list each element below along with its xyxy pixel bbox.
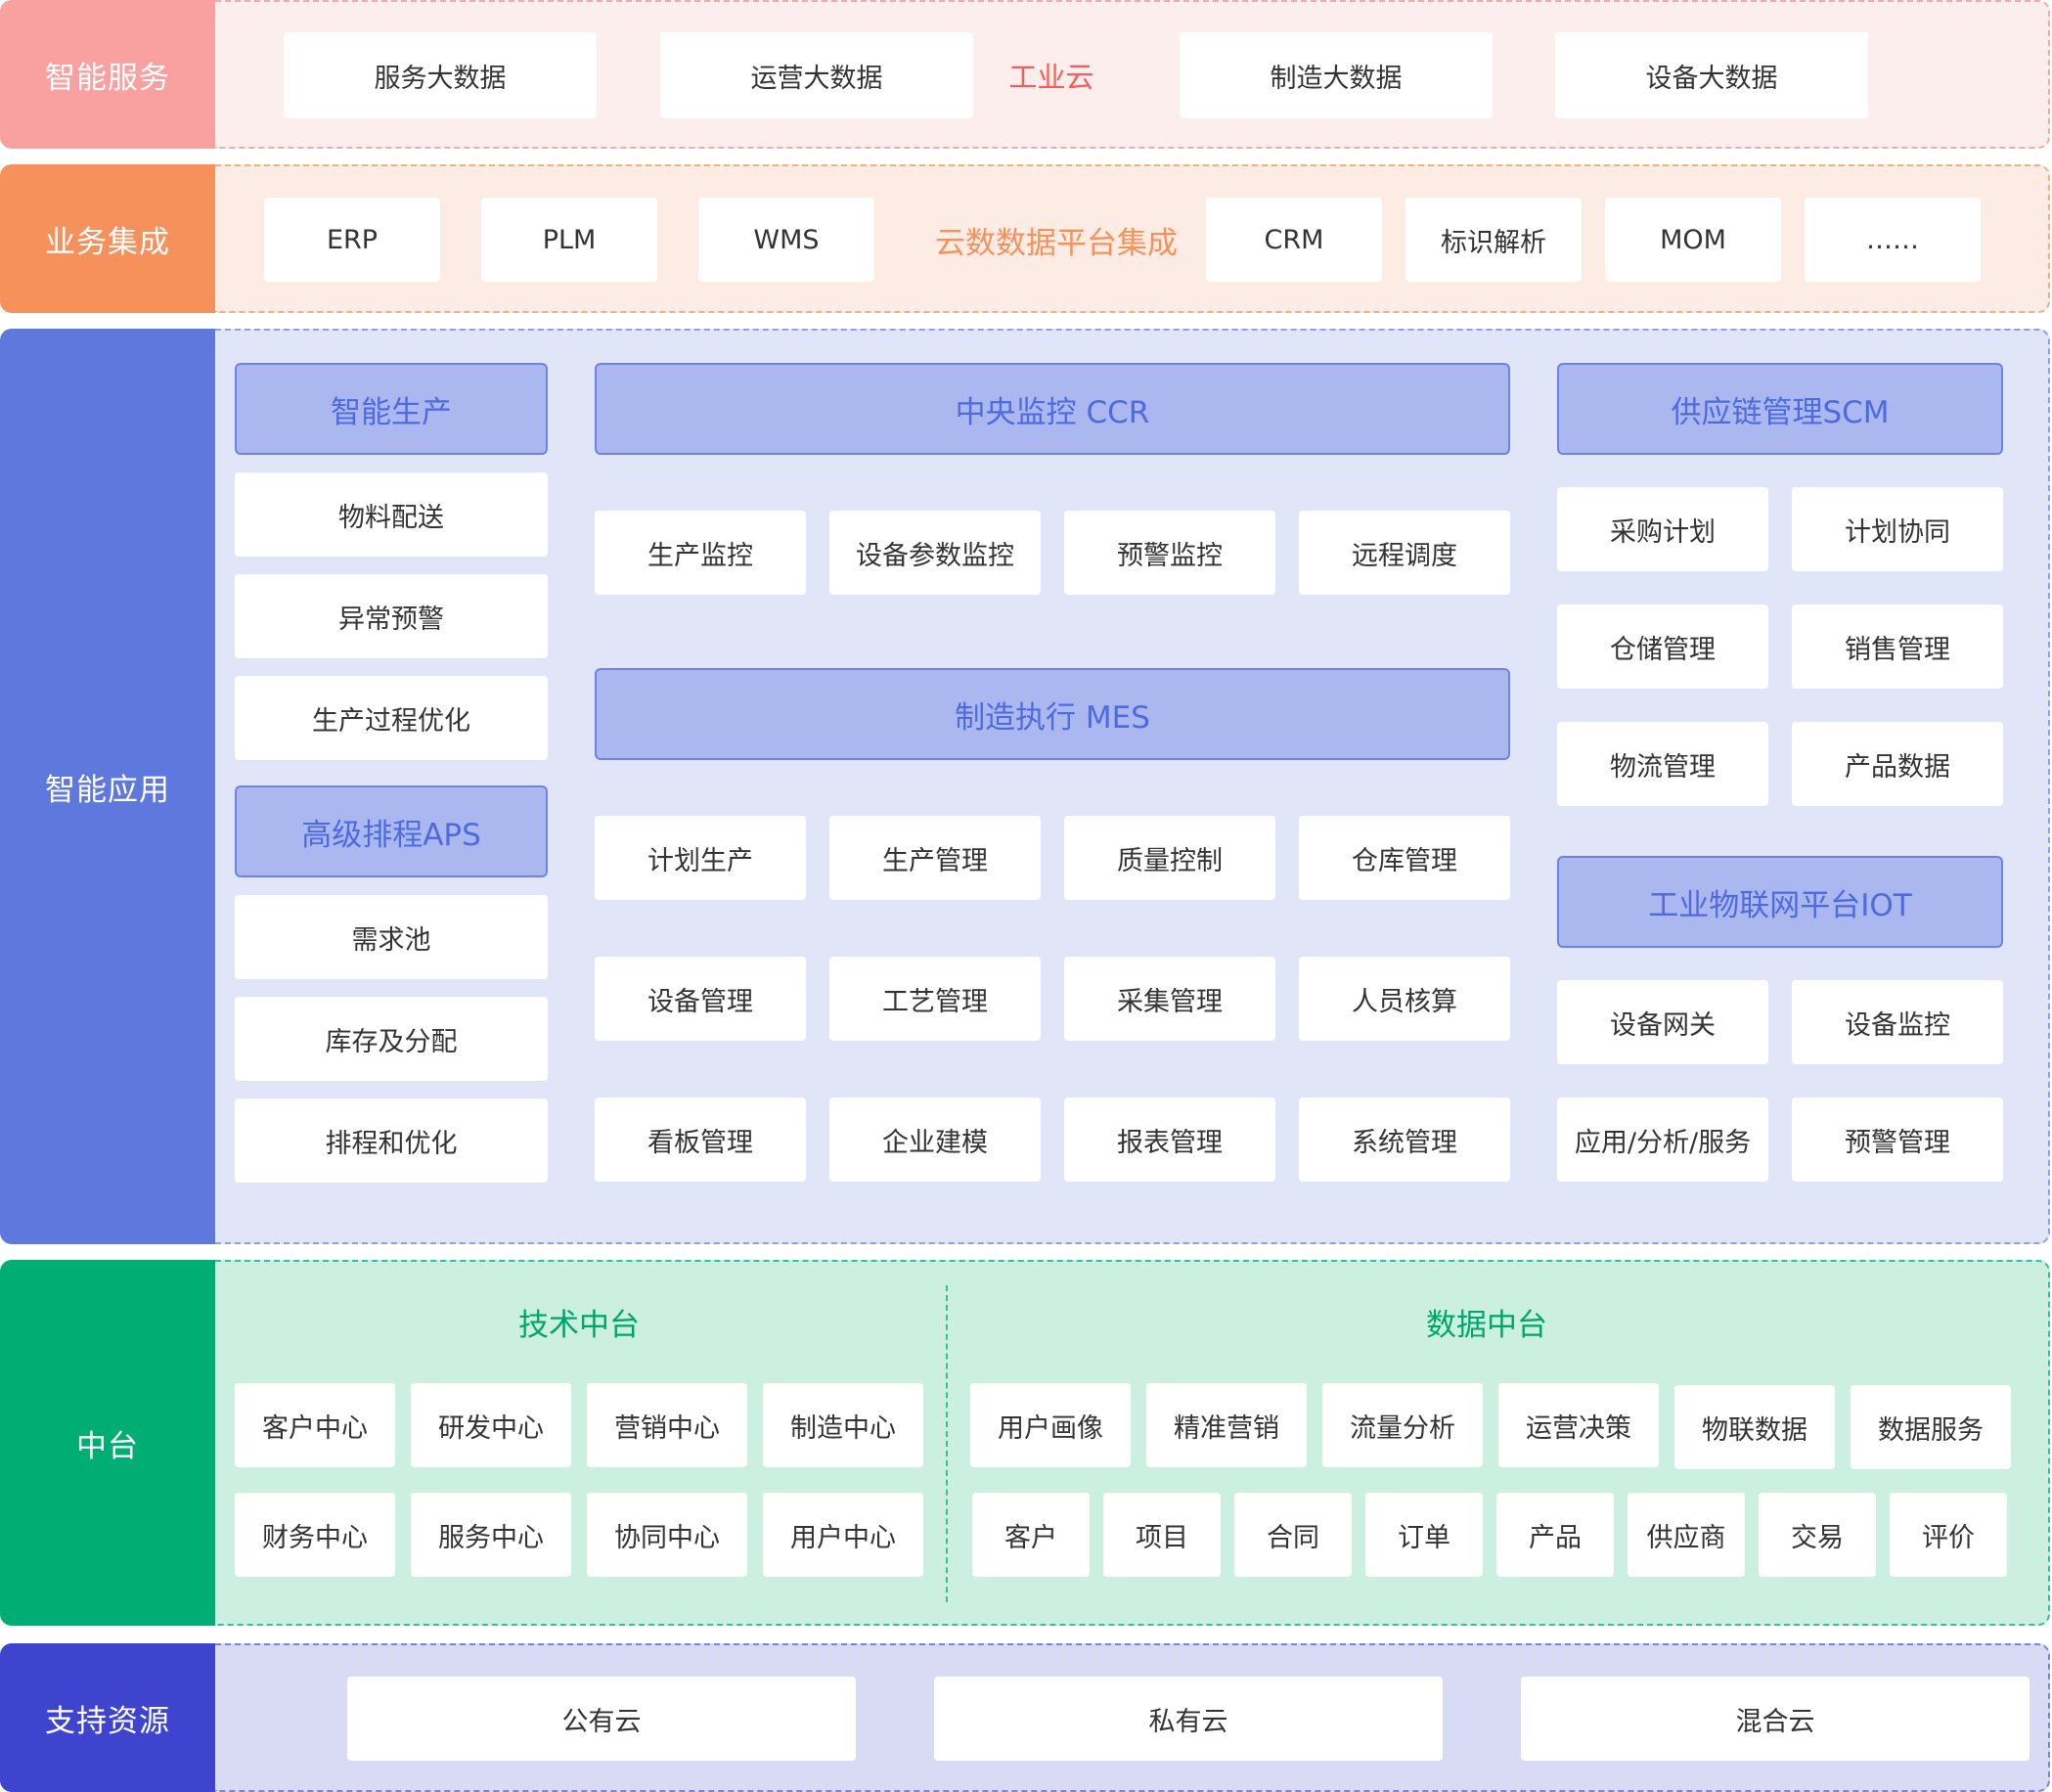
res-item: 公有云 (347, 1677, 856, 1761)
tech-item: 研发中心 (411, 1383, 571, 1467)
app-right-item: 计划协同 (1792, 487, 2003, 571)
biz-item: MOM (1605, 198, 1781, 282)
biz-item: ERP (264, 198, 440, 282)
app-center-item: 仓库管理 (1299, 816, 1510, 900)
service-item: 设备大数据 (1555, 32, 1868, 118)
res-item: 混合云 (1521, 1677, 2030, 1761)
tech-item: 客户中心 (235, 1383, 395, 1467)
band-support-resources: 支持资源 公有云 私有云 混合云 (0, 1643, 2052, 1792)
tech-item: 制造中心 (763, 1383, 923, 1467)
app-center-item: 设备参数监控 (829, 511, 1041, 595)
app-left-item: 物料配送 (235, 472, 548, 557)
data-item: 合同 (1234, 1493, 1352, 1577)
service-content: 服务大数据 运营大数据 工业云 制造大数据 设备大数据 (215, 0, 2050, 149)
app-center-item: 生产监控 (595, 511, 806, 595)
biz-item: CRM (1206, 198, 1382, 282)
biz-center-title: 云数数据平台集成 (935, 225, 1178, 261)
tech-item: 协同中心 (587, 1493, 747, 1577)
data-item: 供应商 (1628, 1493, 1745, 1577)
data-item: 评价 (1890, 1493, 2007, 1577)
data-item: 流量分析 (1322, 1383, 1483, 1467)
biz-item: PLM (481, 198, 657, 282)
data-platform-title: 数据中台 (1426, 1307, 1547, 1343)
app-center-item: 人员核算 (1299, 957, 1510, 1041)
biz-item: WMS (698, 198, 874, 282)
res-item: 私有云 (934, 1677, 1443, 1761)
data-item: 用户画像 (970, 1383, 1131, 1467)
app-center-item: 远程调度 (1299, 511, 1510, 595)
scm-header: 供应链管理SCM (1557, 363, 2003, 455)
tech-platform-title: 技术中台 (518, 1307, 640, 1343)
app-left-item: 生产过程优化 (235, 676, 548, 760)
app-center-item: 计划生产 (595, 816, 806, 900)
data-item: 交易 (1759, 1493, 1876, 1577)
band-label-app: 智能应用 (0, 329, 215, 1244)
app-center-item: 生产管理 (829, 816, 1041, 900)
app-center-item: 系统管理 (1299, 1098, 1510, 1182)
mid-content: 技术中台 客户中心 研发中心 营销中心 制造中心 财务中心 服务中心 协同中心 … (215, 1260, 2050, 1626)
band-intelligent-application: 智能应用 智能生产 物料配送 异常预警 生产过程优化 高级排程APS 需求池 库… (0, 329, 2052, 1244)
band-business-integration: 业务集成 ERP PLM WMS 云数数据平台集成 CRM 标识解析 MOM …… (0, 164, 2052, 313)
service-item: 制造大数据 (1180, 32, 1493, 118)
app-center-item: 质量控制 (1064, 816, 1275, 900)
app-content: 智能生产 物料配送 异常预警 生产过程优化 高级排程APS 需求池 库存及分配 … (215, 329, 2050, 1244)
app-right-item: 产品数据 (1792, 722, 2003, 806)
app-right-item: 销售管理 (1792, 605, 2003, 689)
tech-item: 财务中心 (235, 1493, 395, 1577)
tech-item: 用户中心 (763, 1493, 923, 1577)
band-label-biz: 业务集成 (0, 164, 215, 313)
tech-item: 服务中心 (411, 1493, 571, 1577)
app-center-item: 企业建模 (829, 1098, 1041, 1182)
band-label-res: 支持资源 (0, 1643, 215, 1792)
service-center-title: 工业云 (1008, 61, 1094, 94)
service-item: 运营大数据 (660, 32, 973, 118)
app-center-item: 采集管理 (1064, 957, 1275, 1041)
service-item: 服务大数据 (284, 32, 597, 118)
app-left-item: 排程和优化 (235, 1098, 548, 1183)
biz-item: …… (1805, 198, 1981, 282)
app-right-item: 采购计划 (1557, 487, 1768, 571)
data-item: 产品 (1496, 1493, 1614, 1577)
app-left-item: 库存及分配 (235, 997, 548, 1081)
app-right-item: 设备监控 (1792, 980, 2003, 1064)
app-right-item: 预警管理 (1792, 1098, 2003, 1182)
app-center-item: 设备管理 (595, 957, 806, 1041)
app-right-item: 设备网关 (1557, 980, 1768, 1064)
app-right-item: 仓储管理 (1557, 605, 1768, 689)
data-item: 数据服务 (1851, 1385, 2011, 1469)
aps-header: 高级排程APS (235, 785, 548, 877)
data-item: 精准营销 (1146, 1383, 1307, 1467)
band-label-mid: 中台 (0, 1260, 215, 1626)
smart-production-header: 智能生产 (235, 363, 548, 455)
app-center-item: 预警监控 (1064, 511, 1275, 595)
data-item: 项目 (1103, 1493, 1221, 1577)
app-center-item: 工艺管理 (829, 957, 1041, 1041)
app-center-item: 看板管理 (595, 1098, 806, 1182)
app-right-item: 物流管理 (1557, 722, 1768, 806)
tech-item: 营销中心 (587, 1383, 747, 1467)
band-label-service: 智能服务 (0, 0, 215, 149)
data-item: 客户 (972, 1493, 1090, 1577)
app-center-item: 报表管理 (1064, 1098, 1275, 1182)
biz-content: ERP PLM WMS 云数数据平台集成 CRM 标识解析 MOM …… (215, 164, 2050, 313)
mes-header: 制造执行 MES (595, 668, 1510, 760)
app-left-item: 需求池 (235, 895, 548, 979)
data-item: 运营决策 (1498, 1383, 1659, 1467)
app-right-item: 应用/分析/服务 (1557, 1098, 1768, 1182)
data-item: 订单 (1365, 1493, 1483, 1577)
band-middle-platform: 中台 技术中台 客户中心 研发中心 营销中心 制造中心 财务中心 服务中心 协同… (0, 1260, 2052, 1626)
res-content: 公有云 私有云 混合云 (215, 1643, 2050, 1792)
app-left-item: 异常预警 (235, 574, 548, 658)
band-intelligent-service: 智能服务 服务大数据 运营大数据 工业云 制造大数据 设备大数据 (0, 0, 2052, 149)
ccr-header: 中央监控 CCR (595, 363, 1510, 455)
data-item: 物联数据 (1674, 1385, 1835, 1469)
mid-divider (946, 1285, 948, 1602)
biz-item: 标识解析 (1405, 198, 1582, 282)
iot-header: 工业物联网平台IOT (1557, 856, 2003, 948)
